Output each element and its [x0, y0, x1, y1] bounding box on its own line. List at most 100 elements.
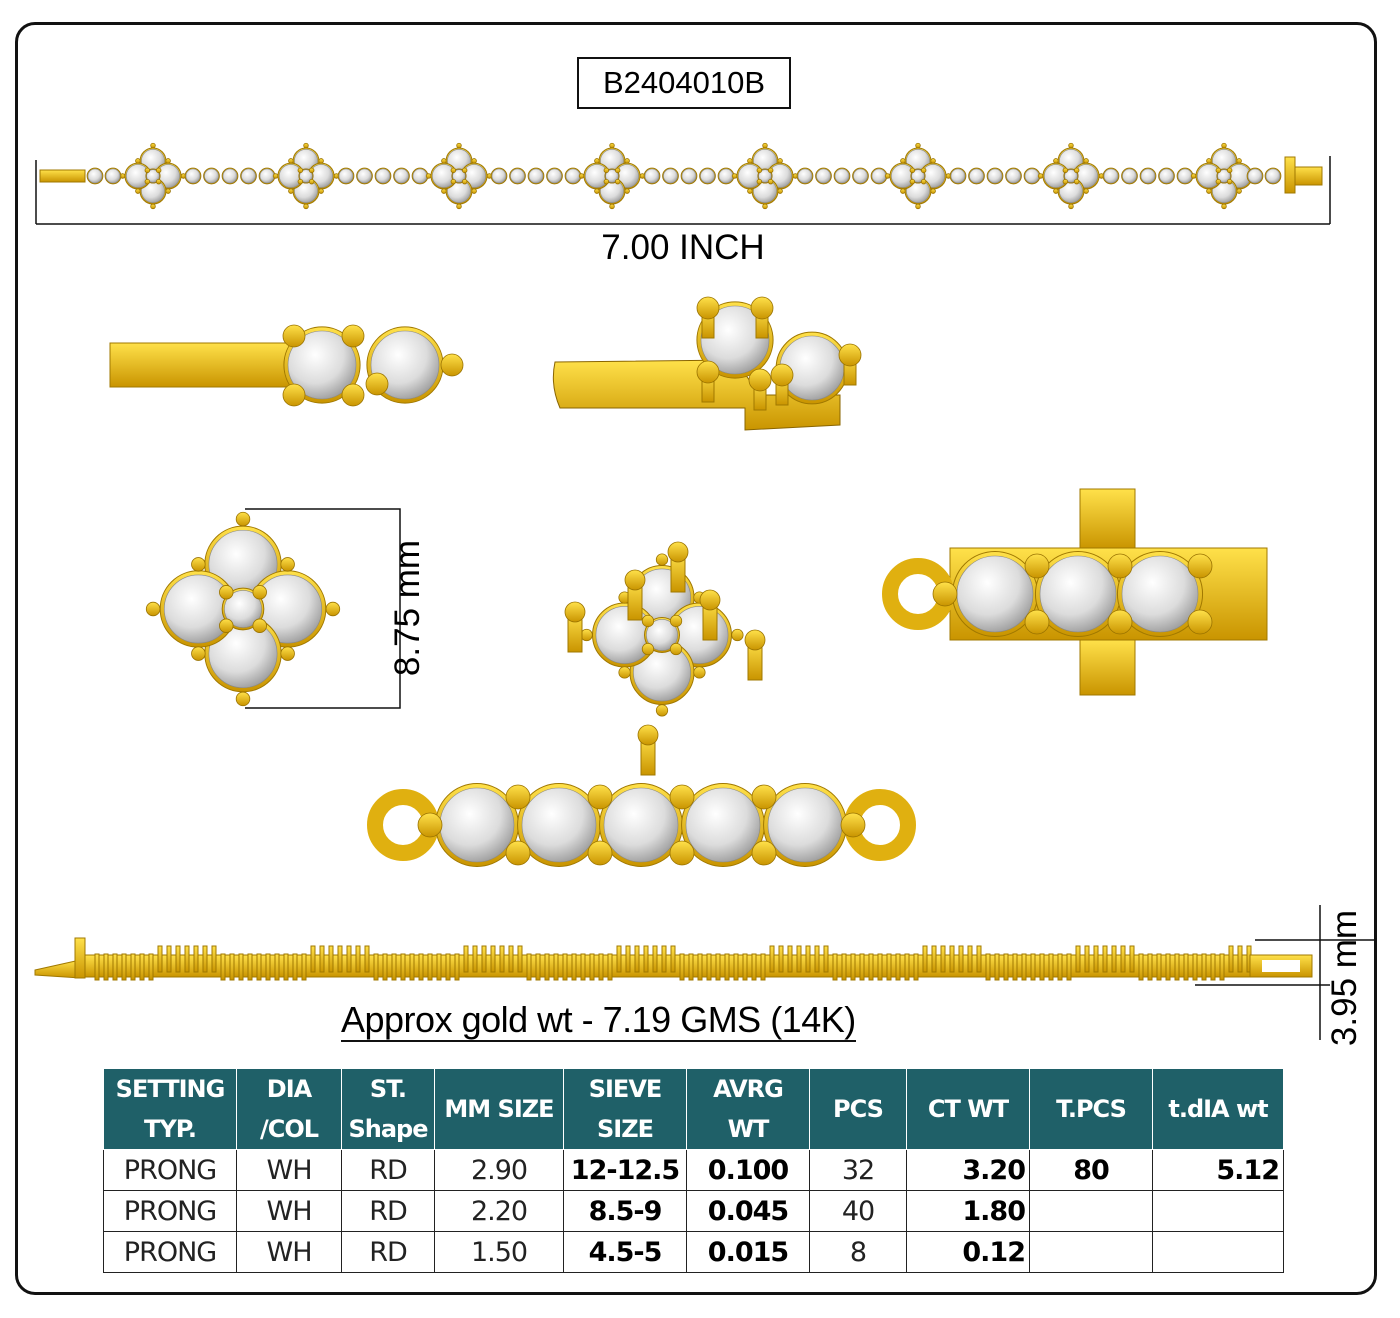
gold-bar [175, 945, 181, 973]
gold-bar [220, 953, 226, 981]
prong [308, 167, 315, 174]
prong [669, 614, 683, 628]
gold-bar [751, 953, 757, 981]
prong [288, 158, 294, 164]
col-sieve: SIEVE SIZE [563, 1068, 687, 1150]
gold-bar [805, 945, 811, 973]
prong [696, 360, 720, 384]
gold-bar [1237, 945, 1243, 973]
gold-bar [571, 953, 577, 981]
prong [915, 203, 921, 210]
prong [235, 511, 251, 527]
gold-bar [265, 953, 271, 981]
prong [145, 601, 161, 617]
dimension-lines [35, 156, 1375, 1040]
gold-bar [74, 937, 86, 979]
gold-bar [1210, 953, 1216, 981]
prong [614, 167, 621, 174]
gold-bar [877, 953, 883, 981]
gold-bar [229, 953, 235, 981]
prong [288, 188, 294, 194]
gold-bar [517, 945, 523, 973]
prong [1215, 167, 1222, 174]
gold-bar [652, 945, 658, 973]
diamond-stone [105, 168, 121, 184]
table-cell: WH [236, 1190, 342, 1232]
prong [1062, 178, 1069, 185]
gold-bar [481, 945, 487, 973]
gold-bar [112, 953, 118, 981]
prong [920, 167, 927, 174]
gold-bar [1030, 953, 1036, 981]
prong [609, 203, 615, 210]
table-cell: 40 [809, 1190, 907, 1232]
table-cell: PRONG [103, 1190, 237, 1232]
gold-bar [607, 953, 613, 981]
gold-bar [787, 945, 793, 973]
diamond-stone [603, 787, 679, 863]
gold-bar [499, 945, 505, 973]
prong [777, 188, 783, 194]
table-cell [1029, 1190, 1153, 1232]
diamond-stone [758, 169, 772, 183]
prong [1024, 609, 1050, 635]
gold-bar [679, 953, 685, 981]
diamond-stone [222, 168, 238, 184]
prong [155, 178, 162, 185]
diamond-stone [375, 168, 391, 184]
prong [1226, 167, 1233, 174]
prong [135, 158, 141, 164]
diamond-stone [1006, 168, 1021, 184]
diamond-stone [357, 168, 372, 184]
gold-bar [742, 953, 748, 981]
diamond-stone [287, 330, 357, 400]
diamond-stone [605, 169, 619, 183]
prong [920, 178, 927, 185]
gold-bar [868, 953, 874, 981]
prong [165, 158, 171, 164]
prong [297, 178, 304, 185]
gold-bar [157, 945, 163, 973]
prong [756, 167, 763, 174]
prong [578, 173, 585, 179]
diamond-stone [491, 168, 507, 184]
gold-bar [337, 945, 343, 973]
link-top-view [367, 783, 916, 867]
prong [594, 158, 600, 164]
gold-bar [373, 953, 379, 981]
gold-bar [1165, 953, 1171, 981]
prong [580, 628, 593, 642]
gold-bar [445, 953, 451, 981]
prong [747, 188, 753, 194]
gold-bar [1120, 945, 1126, 973]
table-cell: 3.20 [906, 1149, 1030, 1191]
gold-bar [139, 953, 145, 981]
prong [614, 178, 621, 185]
gold-bar [562, 953, 568, 981]
clasp-box-window [1262, 960, 1300, 972]
gold-bar [193, 945, 199, 973]
prong [770, 363, 794, 387]
col-tpcs: T.PCS [1029, 1068, 1153, 1150]
gold-bar [1057, 953, 1063, 981]
gold-bar [796, 945, 802, 973]
diamond-stone [834, 168, 850, 184]
prong [303, 142, 309, 149]
prong [1083, 188, 1089, 194]
gold-bar [688, 953, 694, 981]
gold-bar [1079, 488, 1136, 550]
gold-bar [1174, 953, 1180, 981]
prong [235, 691, 251, 707]
gold-bar [634, 945, 640, 973]
gold-bar [1093, 945, 1099, 973]
prong [587, 784, 613, 810]
prong [505, 784, 531, 810]
gold-bar [103, 953, 109, 981]
gold-bar [535, 953, 541, 981]
prong [135, 188, 141, 194]
prong [932, 581, 958, 607]
table-cell: 80 [1029, 1149, 1153, 1191]
prong [280, 557, 295, 572]
